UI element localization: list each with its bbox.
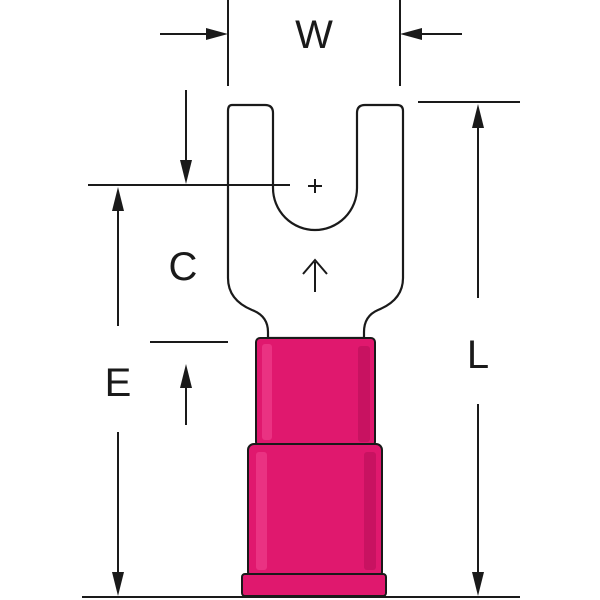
dimension-e: E	[105, 187, 132, 596]
sleeve-flange	[241, 573, 387, 597]
sleeve-shadow-lower	[364, 452, 376, 570]
dimension-label-l: L	[467, 333, 489, 377]
dimension-label-e: E	[105, 361, 132, 405]
fork-tongue-outline	[226, 103, 405, 340]
sleeve-shadow	[358, 346, 370, 442]
stud-center-mark	[308, 179, 322, 193]
dimension-w: W	[160, 0, 462, 86]
dimension-l: L	[418, 101, 520, 596]
direction-arrow-icon	[302, 258, 328, 292]
dimension-label-c: C	[169, 245, 198, 289]
sleeve-highlight-lower	[256, 452, 267, 570]
sleeve-lower	[247, 443, 383, 579]
sleeve-highlight	[262, 344, 272, 440]
dimension-c: C	[88, 90, 290, 425]
sleeve-upper	[255, 337, 376, 447]
insulation-sleeve	[241, 337, 387, 597]
dimension-label-w: W	[295, 13, 333, 57]
